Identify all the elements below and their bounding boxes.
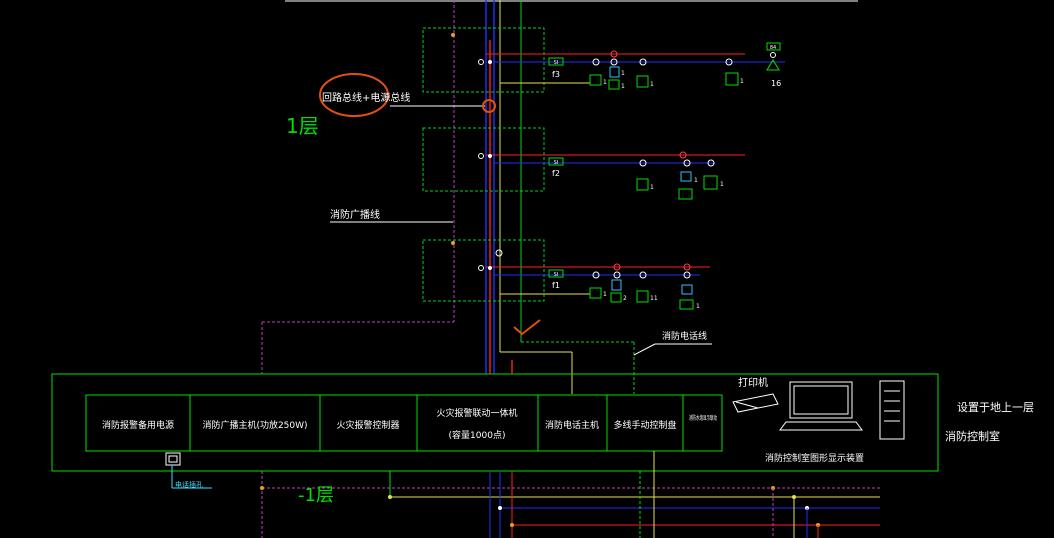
control-units-panel [85,394,723,452]
loop-bus-label: 回路总线+电源总线 [322,91,410,104]
alarm-bell-icon [680,171,692,182]
computer-icon [779,380,905,440]
svg-text:11: 11 [650,295,658,302]
control-room-frame [51,373,939,472]
floor-3-devices: 1 1 1 1 1 [589,50,744,90]
svg-text:1: 1 [720,181,724,188]
svg-text:84: 84 [770,45,776,51]
sounder-icon [636,178,649,191]
svg-text:1: 1 [621,83,625,90]
annotation-circle-bus [482,99,496,113]
phone-jack-label: 电话插孔 [175,480,203,489]
unit-backup-power: 消防报警备用电源 [102,419,174,431]
svg-text:1: 1 [696,303,700,310]
floor-2-box [422,127,545,192]
unit-alarm-linkage: 火灾报警联动一体机 [436,407,517,419]
svg-text:1: 1 [603,79,607,86]
control-room-label: 消防控制室 [945,429,1000,443]
floor-3-label: f3 [552,70,560,79]
annotation-check-mark [513,319,541,336]
floor-2-devices: 1 1 1 [636,151,724,200]
svg-text:2: 2 [623,295,627,302]
floor-1-title: 1层 [286,114,319,138]
svg-text:1: 1 [740,78,744,85]
floor-1-devices: 1 2 11 1 [589,263,700,310]
floor-1-label: f1 [552,281,560,290]
floor-b1-title: -1层 [298,485,334,506]
top-right-device: 84 16 [766,42,781,88]
phone-jack-icon [165,452,181,466]
unit-alarm-linkage-capacity: (容量1000点) [449,429,506,441]
printer-icon [732,393,779,413]
sounder-icon [636,75,649,88]
unit-manual-panel: 多线手动控制盘 [613,419,676,431]
floor-3-module-text: SI [554,60,559,66]
svg-text:16: 16 [771,79,781,88]
unit-broadcast-host: 消防广播主机(功放250W) [202,419,307,431]
svg-text:1: 1 [650,81,654,88]
alarm-bell-icon [681,284,693,295]
smoke-detector-icon [589,287,602,299]
broadcast-line-label: 消防广播线 [330,208,380,221]
floor-2-module-text: SI [554,160,559,166]
manual-alarm-icon [611,279,622,291]
alarm-bell-icon [608,79,620,90]
heat-detector-icon [725,72,739,86]
floor-1-box [422,239,545,302]
location-label: 设置于地上一层 [957,401,1034,414]
speaker-icon [766,59,780,71]
unit-water-cannon: 消防水炮显示联动 [689,414,717,422]
floor-2-module [548,157,564,166]
annotation-circle-loop [319,73,389,117]
floor-3-box [422,27,545,93]
svg-text:1: 1 [650,184,654,191]
manual-alarm-icon [609,66,620,78]
floor-1-module [548,269,564,278]
graphic-display-label: 消防控制室图形显示装置 [765,452,864,464]
svg-text:1: 1 [603,291,607,298]
printer-label: 打印机 [738,376,768,389]
svg-text:1: 1 [694,177,698,184]
phone-line-leader [633,343,656,356]
floor-1-module-text: SI [554,272,559,278]
heat-detector-icon [703,175,718,190]
floor-2-label: f2 [552,169,560,178]
unit-alarm-controller: 火灾报警控制器 [336,419,399,431]
phone-line-label: 消防电话线 [662,330,707,342]
unit-phone-host: 消防电话主机 [545,419,599,431]
svg-text:1: 1 [621,70,625,77]
floor-3-module [548,57,564,66]
smoke-detector-icon [589,74,602,86]
sounder-icon [636,290,649,303]
